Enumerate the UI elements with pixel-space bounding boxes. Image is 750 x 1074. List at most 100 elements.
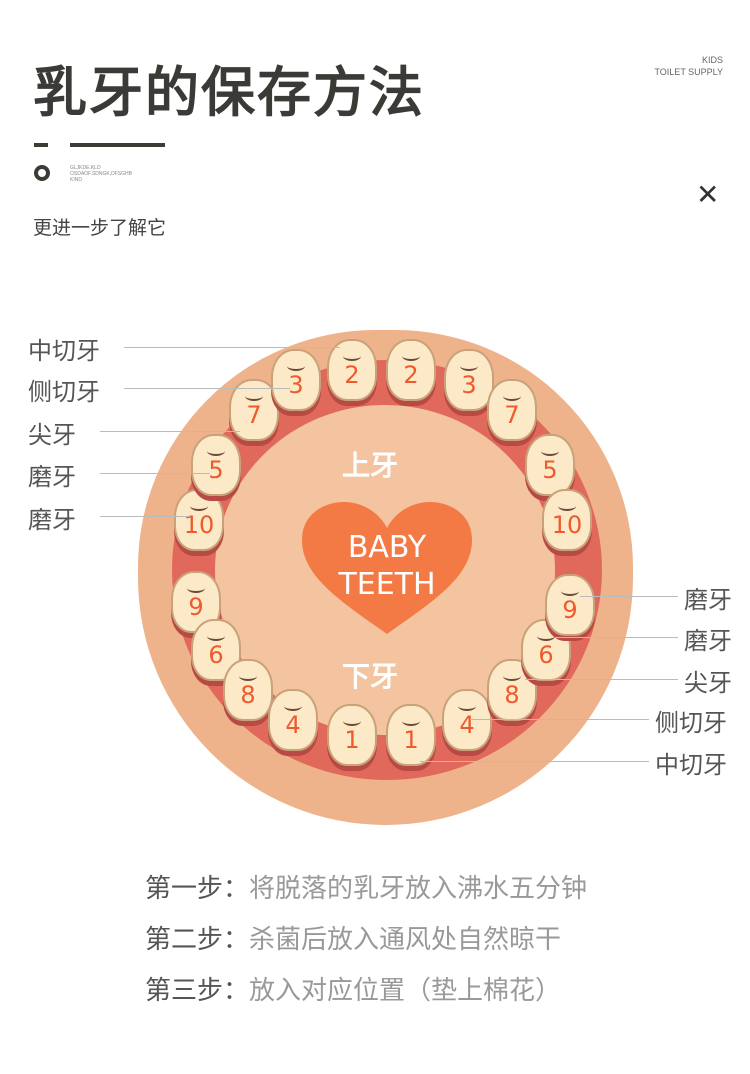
upper-tooth: 7 — [487, 379, 537, 441]
tooth-body — [542, 489, 592, 551]
decor-bar — [70, 143, 165, 147]
lower-tooth: 8 — [487, 659, 537, 721]
tooth-number: 3 — [288, 371, 304, 399]
tooth-body — [487, 379, 537, 441]
tooth-number: 1 — [344, 726, 360, 754]
tiny-line: GLJKDE.KLD — [70, 165, 101, 171]
tooth-number: 6 — [208, 641, 224, 669]
smile-icon — [207, 631, 225, 641]
upper-tooth: 7 — [229, 379, 279, 441]
left-tooth-label: 侧切牙 — [28, 378, 100, 406]
upper-tooth: 5 — [191, 434, 241, 496]
tooth-body — [442, 689, 492, 751]
lower-tooth: 8 — [223, 659, 273, 721]
smile-icon — [187, 583, 205, 593]
tooth-number: 3 — [461, 371, 477, 399]
decor-bar — [34, 143, 48, 147]
tooth-number: 4 — [285, 711, 301, 739]
tiny-line: OSDAOF.SDNGK,DFSGHB — [70, 171, 132, 177]
heart-text: TEETH — [337, 567, 435, 602]
smile-icon — [207, 446, 225, 456]
tooth-body — [386, 704, 436, 766]
right-tooth-label: 中切牙 — [655, 751, 727, 779]
smile-icon — [503, 671, 521, 681]
smile-icon — [561, 586, 579, 596]
heart-text: BABY — [348, 530, 427, 565]
tooth-number: 7 — [246, 401, 262, 429]
right-tooth-label: 尖牙 — [684, 669, 732, 697]
tooth-number: 7 — [504, 401, 520, 429]
tooth-body — [327, 704, 377, 766]
tooth-number: 6 — [538, 641, 554, 669]
tooth-body — [545, 574, 595, 636]
upper-tooth: 3 — [444, 349, 494, 411]
smile-icon — [343, 716, 361, 726]
left-tooth-label: 磨牙 — [28, 506, 76, 534]
left-tooth-label: 中切牙 — [28, 337, 100, 365]
smile-icon — [287, 361, 305, 371]
heart-icon: BABY TEETH — [302, 502, 472, 634]
smile-icon — [190, 501, 208, 511]
lower-tooth: 1 — [327, 704, 377, 766]
leader-line — [525, 679, 678, 680]
leader-line — [124, 388, 290, 389]
brand-line: KIDS — [701, 55, 723, 65]
step-label: 第三步： — [145, 976, 250, 1006]
step-3: 第三步：放入对应位置（垫上棉花） — [145, 970, 561, 1007]
smile-icon — [537, 631, 555, 641]
smile-icon — [503, 391, 521, 401]
upper-tooth: 5 — [525, 434, 575, 496]
lower-tooth: 4 — [268, 689, 318, 751]
tooth-body — [327, 339, 377, 401]
right-tooth-label: 磨牙 — [684, 627, 732, 655]
lower-teeth-label: 下牙 — [342, 660, 399, 693]
tiny-line: KIND — [70, 177, 82, 183]
tooth-number: 10 — [551, 511, 583, 539]
smile-icon — [558, 501, 576, 511]
right-tooth-label: 侧切牙 — [655, 709, 727, 737]
tooth-number: 5 — [542, 456, 558, 484]
tooth-number: 2 — [344, 361, 360, 389]
tooth-body — [229, 379, 279, 441]
upper-tooth: 2 — [327, 339, 377, 401]
step-text: 放入对应位置（垫上棉花） — [249, 976, 562, 1006]
step-1: 第一步：将脱落的乳牙放入沸水五分钟 — [145, 868, 587, 905]
smile-icon — [284, 701, 302, 711]
upper-teeth-label: 上牙 — [342, 449, 399, 482]
decor-small-text: GLJKDE.KLD OSDAOF.SDNGK,DFSGHB KIND — [70, 165, 132, 183]
tooth-number: 5 — [208, 456, 224, 484]
decor-circle-icon — [34, 165, 50, 181]
tooth-number: 10 — [183, 511, 215, 539]
right-tooth-label: 磨牙 — [684, 586, 732, 614]
step-text: 将脱落的乳牙放入沸水五分钟 — [249, 874, 588, 904]
smile-icon — [541, 446, 559, 456]
leader-line — [470, 719, 649, 720]
tooth-number: 2 — [403, 361, 419, 389]
smile-icon — [460, 361, 478, 371]
leader-line — [100, 516, 190, 517]
step-label: 第二步： — [145, 925, 250, 955]
left-tooth-label: 尖牙 — [28, 421, 76, 449]
close-x-icon[interactable]: ✕ — [696, 178, 720, 211]
leader-line — [100, 473, 210, 474]
leader-line — [124, 347, 340, 348]
leader-line — [555, 637, 678, 638]
smile-icon — [458, 701, 476, 711]
smile-icon — [239, 671, 257, 681]
brand-text: KIDS TOILET SUPPLY — [654, 54, 723, 78]
upper-tooth: 10 — [174, 489, 224, 551]
tooth-body — [223, 659, 273, 721]
tooth-number: 9 — [562, 596, 578, 624]
left-tooth-label: 磨牙 — [28, 463, 76, 491]
upper-tooth: 2 — [386, 339, 436, 401]
lower-tooth: 4 — [442, 689, 492, 751]
brand-line: TOILET SUPPLY — [654, 67, 723, 77]
step-text: 杀菌后放入通风处自然晾干 — [249, 925, 562, 955]
leader-line — [420, 761, 649, 762]
tooth-body — [268, 689, 318, 751]
tooth-body — [444, 349, 494, 411]
tooth-body — [271, 349, 321, 411]
lower-tooth: 9 — [545, 574, 595, 636]
tooth-body — [487, 659, 537, 721]
